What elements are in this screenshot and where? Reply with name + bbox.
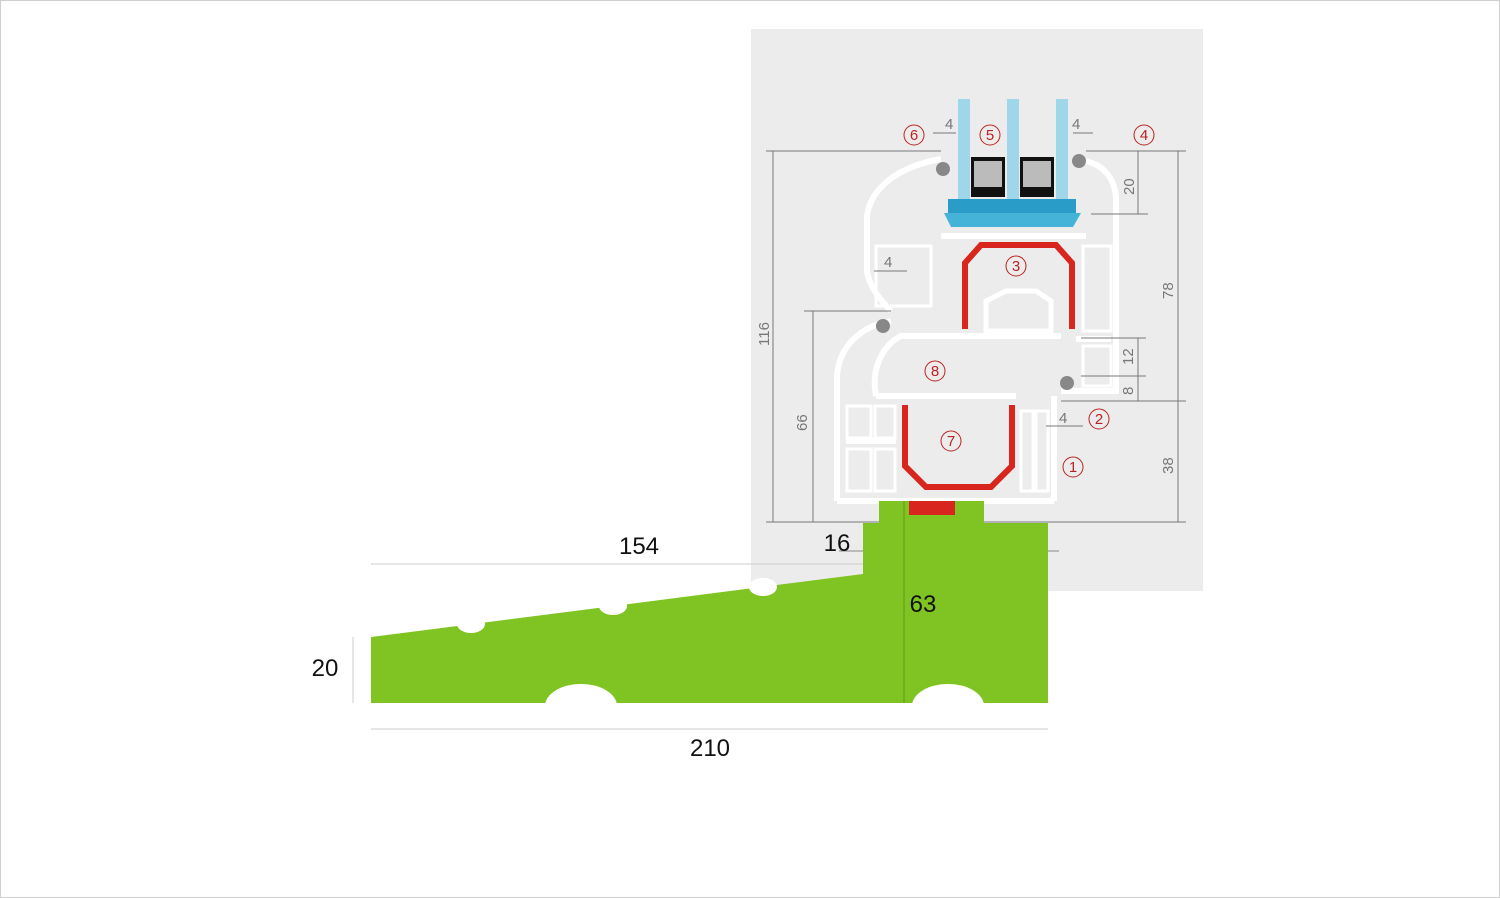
- dim-63: 63: [910, 591, 937, 618]
- dim-8: 8: [1120, 387, 1137, 395]
- sill-red-insert: [909, 501, 955, 515]
- callout-4: 4: [1140, 127, 1148, 144]
- dim-38: 38: [1160, 457, 1177, 474]
- dim-4-mid: 4: [884, 254, 892, 271]
- callout-3: 3: [1012, 258, 1020, 275]
- dim-4-left: 4: [945, 116, 953, 133]
- dim-116: 116: [756, 322, 773, 346]
- callout-2: 2: [1095, 411, 1103, 428]
- glazing-bead: [944, 199, 1081, 227]
- dim-12: 12: [1120, 348, 1137, 365]
- dim-20-height: 20: [312, 655, 339, 682]
- callout-8: 8: [931, 363, 939, 380]
- callouts: 1 2 3 4 5 6 7 8: [903, 124, 1155, 478]
- sash-insert: [983, 288, 1054, 334]
- profile-chambers: [845, 244, 1113, 493]
- callout-5: 5: [986, 127, 994, 144]
- dim-16: 16: [824, 530, 851, 557]
- dim-210: 210: [690, 735, 730, 762]
- callout-7: 7: [947, 433, 955, 450]
- gaskets: [876, 154, 1086, 390]
- callout-6: 6: [910, 127, 918, 144]
- dim-4-right: 4: [1072, 116, 1080, 133]
- window-sill-profile: [371, 501, 1048, 703]
- dim-66: 66: [794, 414, 811, 431]
- sill-dimension-lines: [352, 550, 1059, 730]
- profile-photo-panel: [751, 29, 1203, 591]
- dim-78: 78: [1160, 282, 1177, 299]
- frame-steel-reinforcement: [902, 405, 1015, 490]
- triple-glazing: [958, 99, 1068, 207]
- dim-154: 154: [619, 533, 659, 560]
- callout-1: 1: [1069, 459, 1077, 476]
- dim-4-lower: 4: [1059, 410, 1067, 427]
- dim-20: 20: [1121, 178, 1138, 195]
- sash-steel-reinforcement: [962, 242, 1075, 329]
- sill-notches: [457, 578, 984, 728]
